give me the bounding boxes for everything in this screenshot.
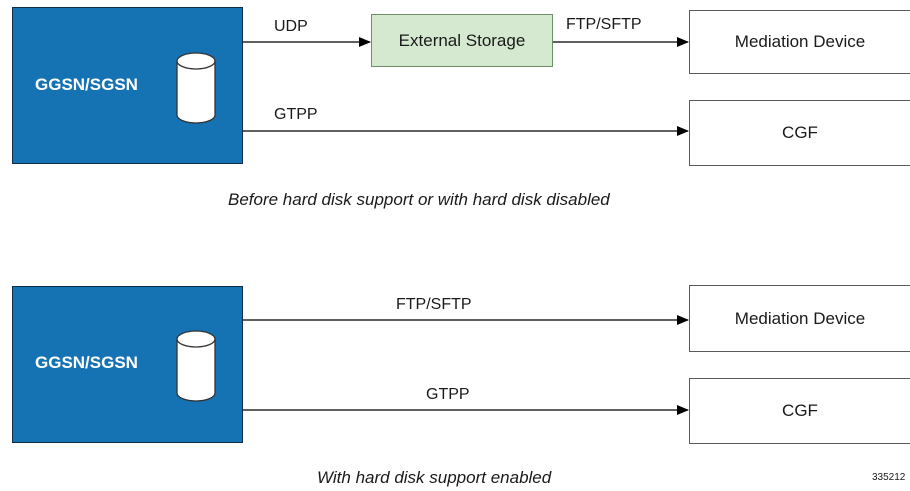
gtpp-label-top: GTPP (274, 106, 318, 123)
mediation-device-label-top: Mediation Device (734, 32, 866, 51)
ggsn-sgsn-label-top: GGSN/SGSN (35, 75, 138, 94)
gtpp-label-bottom: GTPP (426, 386, 470, 403)
database-icon (176, 52, 216, 124)
mediation-device-label-bottom: Mediation Device (734, 308, 866, 328)
cgf-label-bottom: CGF (782, 401, 818, 420)
caption-bottom: With hard disk support enabled (317, 468, 552, 487)
external-storage-label: External Storage (398, 30, 526, 50)
caption-top: Before hard disk support or with hard di… (228, 190, 610, 209)
cgf-node-top: CGF (689, 100, 910, 166)
cgf-node-bottom: CGF (689, 378, 910, 444)
ggsn-sgsn-node-top: GGSN/SGSN (12, 7, 243, 164)
mediation-device-node-top: Mediation Device (689, 10, 910, 74)
ftp-sftp-label-bottom: FTP/SFTP (396, 296, 472, 313)
ggsn-sgsn-node-bottom: GGSN/SGSN (12, 286, 243, 443)
udp-label: UDP (274, 18, 308, 35)
mediation-device-node-bottom: Mediation Device (689, 285, 910, 352)
figure-id: 335212 (872, 472, 906, 483)
database-icon (176, 330, 216, 402)
ggsn-sgsn-label-bottom: GGSN/SGSN (35, 353, 138, 372)
ftp-sftp-label-top: FTP/SFTP (566, 16, 642, 33)
external-storage-node: External Storage (371, 14, 553, 67)
cgf-label-top: CGF (782, 123, 818, 142)
